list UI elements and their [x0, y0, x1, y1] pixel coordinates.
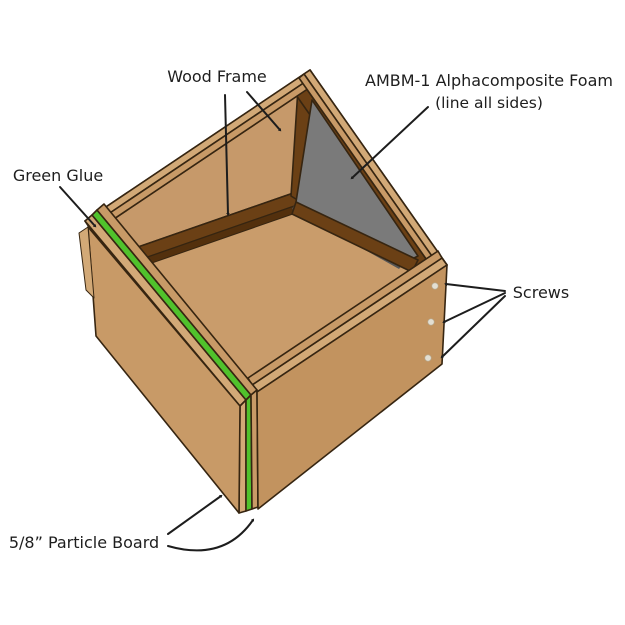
foam-label-line2: (line all sides)	[435, 94, 543, 112]
particle-board-arrow-curved	[167, 520, 253, 552]
screws-arrow-3	[442, 295, 506, 357]
screws-label: Screws	[513, 283, 569, 302]
wood-frame-label: Wood Frame	[167, 67, 267, 86]
particle-board-arrow-straight	[167, 496, 221, 535]
wood-frame-arrow-2	[246, 91, 280, 130]
screw-dot-1	[431, 282, 439, 290]
screw-dot-3	[424, 354, 432, 362]
left-outer-board-face	[87, 226, 241, 514]
screw-dot-2	[427, 318, 435, 326]
particle-board-label: 5/8” Particle Board	[9, 533, 159, 552]
foam-arrow	[352, 106, 429, 178]
foam-label-line1: AMBM-1 Alphacomposite Foam	[365, 71, 613, 90]
right-board-face	[256, 264, 448, 510]
green-glue-label: Green Glue	[13, 166, 103, 185]
green-glue-arrow	[59, 186, 95, 226]
screws-arrow-2	[444, 292, 506, 322]
wood-frame-arrow-1	[225, 94, 228, 214]
screws-arrow-1	[446, 284, 506, 292]
left-outer-board-sliver	[78, 226, 95, 299]
